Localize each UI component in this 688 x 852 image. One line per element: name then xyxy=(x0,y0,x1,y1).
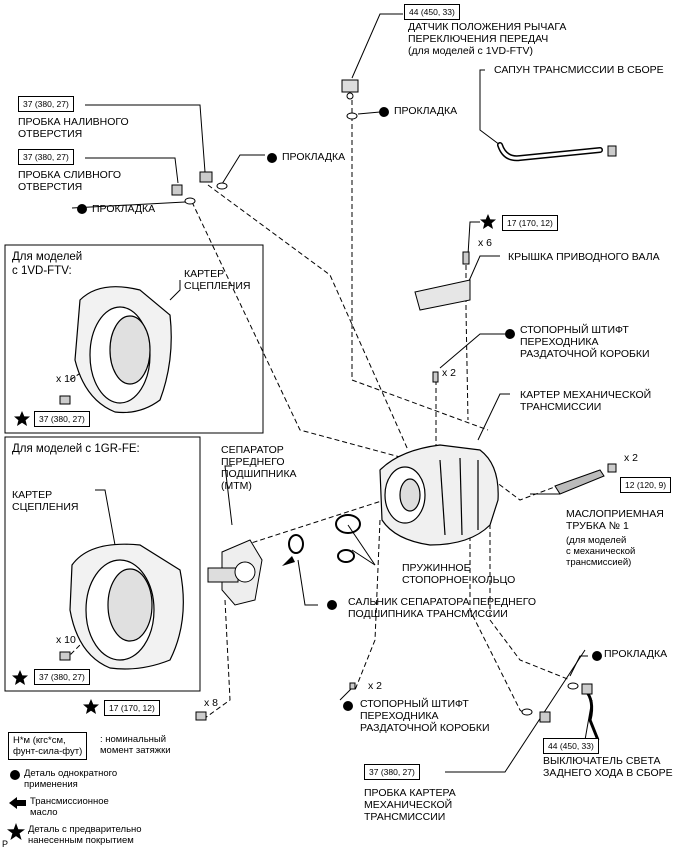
legend-unit-box: Н*м (кгс*см, фунт-сила-фут) xyxy=(8,732,88,760)
oil-seal xyxy=(288,534,304,554)
snap-ring-label: ПРУЖИННОЕ СТОПОРНОЕ КОЛЬЦО xyxy=(402,562,516,586)
box-1gr xyxy=(4,436,201,692)
plugs xyxy=(59,171,617,723)
clutch-housing-1gr-label: КАРТЕР СЦЕПЛЕНИЯ xyxy=(12,489,79,513)
sensor-part xyxy=(341,79,359,120)
legend-star-icon xyxy=(7,823,25,840)
box-1vd xyxy=(4,244,264,434)
cover-label: КРЫШКА ПРИВОДНОГО ВАЛА xyxy=(508,251,660,263)
clutch-torque-1gr: 37 (380, 27) xyxy=(34,669,90,685)
separator-label: СЕПАРАТОР ПЕРЕДНЕГО ПОДШИПНИКА (MTM) xyxy=(221,444,297,492)
oil-tube xyxy=(554,469,605,495)
leader-lines xyxy=(71,13,593,773)
case-plug-torque: 37 (380, 27) xyxy=(364,764,420,780)
reverse-switch-wire xyxy=(583,688,600,741)
legend-unit-desc: : номинальный момент затяжки xyxy=(100,734,171,756)
x10-1gr: x 10 xyxy=(56,634,76,646)
pin-lower-label: СТОПОРНЫЙ ШТИФТ ПЕРЕХОДНИКА РАЗДАТОЧНОЙ … xyxy=(360,698,490,734)
reverse-switch-body xyxy=(581,683,593,695)
snap-ring-1 xyxy=(335,514,361,534)
sensor-label: ДАТЧИК ПОЛОЖЕНИЯ РЫЧАГА ПЕРЕКЛЮЧЕНИЯ ПЕР… xyxy=(408,21,567,57)
legend-precoated: Деталь с предварительно нанесенным покры… xyxy=(28,824,142,846)
clutch-housing-1vd-label: КАРТЕР СЦЕПЛЕНИЯ xyxy=(184,268,251,292)
gasket-label-4: ПРОКЛАДКА xyxy=(604,648,668,660)
x2-lower: x 2 xyxy=(368,680,383,692)
clutch-housing-1gr xyxy=(69,543,184,670)
models-1vd-label: Для моделей с 1VD-FTV: xyxy=(12,251,83,277)
drain-plug-label: ПРОБКА СЛИВНОГО ОТВЕРСТИЯ xyxy=(18,169,122,193)
x10-1vd: x 10 xyxy=(56,373,76,385)
page-mark: P xyxy=(2,839,9,849)
legend-arrow-icon xyxy=(9,797,26,809)
driveshaft-cover xyxy=(414,279,471,311)
clutch-housing-1vd xyxy=(74,286,172,414)
oil-seal-label: САЛЬНИК СЕПАРАТОРА ПЕРЕДНЕГО ПОДШИПНИКА … xyxy=(348,596,537,620)
oil-arrow xyxy=(282,556,295,566)
x8-label: x 8 xyxy=(204,697,219,709)
gasket-label-2: ПРОКЛАДКА xyxy=(282,151,346,163)
breather-label: САПУН ТРАНСМИССИИ В СБОРЕ xyxy=(494,64,664,76)
markers xyxy=(12,107,602,714)
x2-oil-tube: x 2 xyxy=(624,452,639,464)
pin-upper-label: СТОПОРНЫЙ ШТИФТ ПЕРЕХОДНИКА РАЗДАТОЧНОЙ … xyxy=(520,324,650,360)
separator-part xyxy=(207,539,263,606)
fill-plug-label: ПРОБКА НАЛИВНОГО ОТВЕРСТИЯ xyxy=(18,116,129,140)
cover-torque: 17 (170, 12) xyxy=(502,215,558,231)
breather-cap xyxy=(607,145,617,157)
x6-label: x 6 xyxy=(478,237,493,249)
fill-plug-torque: 37 (380, 27) xyxy=(18,96,74,112)
oil-tube-label: МАСЛОПРИЕМНАЯ ТРУБКА № 1 xyxy=(566,508,664,532)
clutch-torque-1vd: 37 (380, 27) xyxy=(34,411,90,427)
legend-single-use: Деталь однократного применения xyxy=(24,768,118,790)
snap-ring-2 xyxy=(337,549,355,563)
case-mt-label: КАРТЕР МЕХАНИЧЕСКОЙ ТРАНСМИССИИ xyxy=(520,389,652,413)
case-plug-label: ПРОБКА КАРТЕРА МЕХАНИЧЕСКОЙ ТРАНСМИССИИ xyxy=(364,787,456,823)
x2-upper: x 2 xyxy=(442,367,457,379)
reverse-torque: 44 (450, 33) xyxy=(543,738,599,754)
drain-plug-torque: 37 (380, 27) xyxy=(18,149,74,165)
oil-tube-torque: 12 (120, 9) xyxy=(620,477,672,493)
sensor-torque: 44 (450, 33) xyxy=(404,4,460,20)
gasket-label-3: ПРОКЛАДКА xyxy=(92,203,156,215)
gasket-label-1: ПРОКЛАДКА xyxy=(394,105,458,117)
models-1gr-label: Для моделей с 1GR-FE: xyxy=(12,443,140,455)
breather-hose-inner xyxy=(498,143,602,160)
bolt-torque: 17 (170, 12) xyxy=(104,700,160,716)
oil-tube-note: (для моделей с механической трансмиссией… xyxy=(566,535,636,568)
legend-dot-icon xyxy=(10,770,20,780)
legend-oil: Трансмиссионное масло xyxy=(30,796,109,818)
reverse-switch-label: ВЫКЛЮЧАТЕЛЬ СВЕТА ЗАДНЕГО ХОДА В СБОРЕ xyxy=(543,755,673,779)
transmission-case xyxy=(379,444,499,546)
